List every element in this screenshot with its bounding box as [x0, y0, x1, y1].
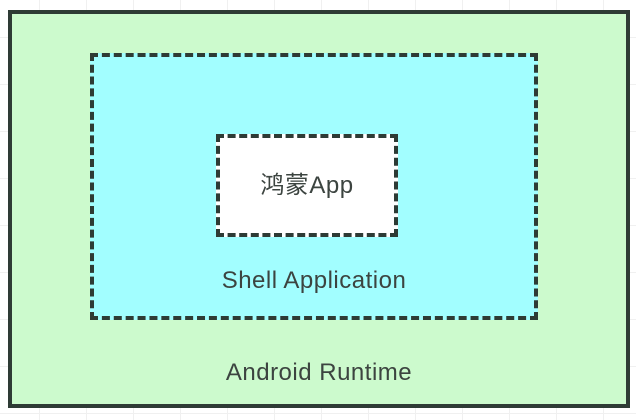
harmony-app-label: 鸿蒙App [260, 172, 354, 199]
harmony-app-box: 鸿蒙App [216, 134, 398, 237]
android-runtime-box: 鸿蒙App Shell Application Android Runtime [8, 10, 630, 408]
android-runtime-label: Android Runtime [225, 359, 413, 386]
shell-application-box: 鸿蒙App Shell Application [90, 53, 538, 320]
shell-application-label: Shell Application [221, 267, 407, 294]
